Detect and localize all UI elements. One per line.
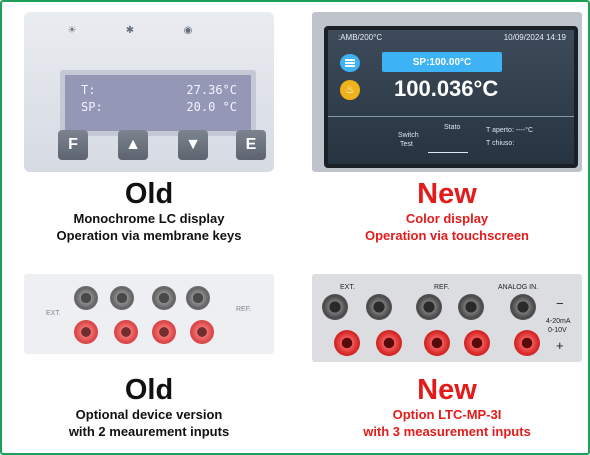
analog-in-label: ANALOG IN. <box>498 284 539 291</box>
stato-label: Stato <box>444 124 461 131</box>
led-snowflake-icon: ✱ <box>125 24 135 36</box>
red-jack <box>464 330 490 356</box>
new-inputs-heading: New <box>417 374 477 406</box>
red-jack <box>152 320 176 344</box>
lcd-row2-label: SP: <box>81 100 103 114</box>
screen-datetime: 10/09/2024 14:19 <box>503 33 566 42</box>
red-jack <box>74 320 98 344</box>
new-inputs-caption: New Option LTC-MP-3I with 3 measurement … <box>312 374 582 440</box>
black-jack <box>152 286 176 310</box>
ext-label: EXT. <box>46 310 61 317</box>
old-display-line1: Monochrome LC display <box>73 211 225 226</box>
old-display-line2: Operation via membrane keys <box>56 228 242 243</box>
membrane-key-e[interactable]: E <box>236 130 266 160</box>
minus-label: − <box>556 296 564 311</box>
lcd-row1-label: T: <box>81 83 96 97</box>
old-display-caption: Old Monochrome LC display Operation via … <box>24 178 274 244</box>
analog-range-v: 0-10V <box>548 327 567 334</box>
new-display-caption: New Color display Operation via touchscr… <box>312 178 582 244</box>
new-display-line1: Color display <box>405 211 489 226</box>
red-jack <box>376 330 402 356</box>
analog-range-ma: 4-20mA <box>546 318 571 325</box>
black-jack <box>416 294 442 320</box>
new-input-jacks-photo: EXT. REF. ANALOG IN. 4-20mA 0-10V − + <box>312 274 582 362</box>
screen-status: :AMB/200°C <box>338 33 383 42</box>
old-inputs-line1: Optional device version <box>75 407 223 422</box>
black-jack <box>510 294 536 320</box>
old-inputs-heading: Old <box>124 374 174 406</box>
old-lcd-panel-photo: ☀ ✱ ◉ T: 27.36°C SP: 20.0 °C F ▲ ▼ E <box>24 12 274 172</box>
open-temp-label: T aperto: ----°C <box>486 127 534 134</box>
ref-label: REF. <box>434 284 450 291</box>
red-jack <box>424 330 450 356</box>
old-input-jacks-photo: EXT. REF. <box>24 274 274 354</box>
test-label: Test <box>400 141 413 148</box>
switch-label: Switch <box>398 132 419 139</box>
new-display-heading: New <box>417 178 477 210</box>
ext-label: EXT. <box>340 284 355 291</box>
ref-label: REF. <box>236 306 252 313</box>
closed-temp-label: T chiuso: <box>486 140 515 147</box>
red-jack <box>114 320 138 344</box>
membrane-key-f[interactable]: F <box>58 130 88 160</box>
led-ring-icon: ◉ <box>183 24 193 36</box>
led-sun-icon: ☀ <box>67 24 77 36</box>
membrane-key-down[interactable]: ▼ <box>178 130 208 160</box>
color-touchscreen: :AMB/200°C 10/09/2024 14:19 SP:100.00°C … <box>324 26 578 168</box>
black-jack <box>186 286 210 310</box>
heating-icon[interactable]: ♨ <box>340 80 360 100</box>
monochrome-lcd: T: 27.36°C SP: 20.0 °C <box>60 70 256 136</box>
new-display-line2: Operation via touchscreen <box>365 228 529 243</box>
black-jack <box>74 286 98 310</box>
black-jack <box>110 286 134 310</box>
old-inputs-line2: with 2 meaurement inputs <box>68 424 230 439</box>
membrane-key-up[interactable]: ▲ <box>118 130 148 160</box>
red-jack <box>190 320 214 344</box>
lcd-row1-value: 27.36°C <box>186 83 237 97</box>
red-jack <box>514 330 540 356</box>
new-inputs-line2: with 3 measurement inputs <box>363 424 531 439</box>
black-jack <box>458 294 484 320</box>
setpoint-bar[interactable]: SP:100.00°C <box>382 52 502 72</box>
plus-label: + <box>556 338 564 353</box>
old-inputs-caption: Old Optional device version with 2 meaur… <box>24 374 274 440</box>
black-jack <box>366 294 392 320</box>
menu-icon[interactable] <box>340 54 360 72</box>
screen-divider <box>328 116 574 117</box>
new-touchscreen-panel-photo: :AMB/200°C 10/09/2024 14:19 SP:100.00°C … <box>312 12 582 172</box>
temperature-readout: 100.036°C <box>394 76 499 101</box>
switch-state-icon <box>428 142 468 153</box>
new-inputs-line1: Option LTC-MP-3I <box>392 407 502 422</box>
old-display-heading: Old <box>124 178 174 210</box>
lcd-row2-value: 20.0 °C <box>186 100 237 114</box>
red-jack <box>334 330 360 356</box>
black-jack <box>322 294 348 320</box>
